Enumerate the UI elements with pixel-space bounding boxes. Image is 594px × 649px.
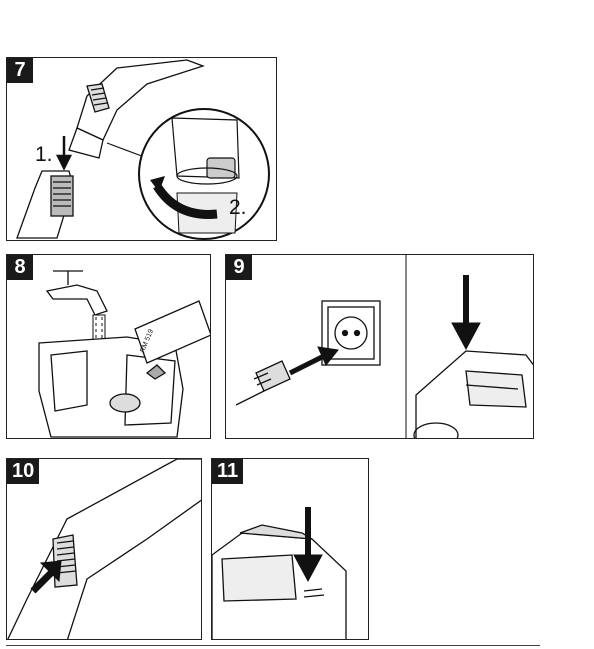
- step-number-11: 11: [212, 459, 244, 484]
- step-number-8: 8: [7, 255, 33, 280]
- figure-panel-7: 7 1.: [6, 57, 277, 241]
- figure-panel-10: 10: [6, 458, 202, 640]
- hand-tool-attach-illustration: 1. 2.: [16, 59, 270, 240]
- arrow-icon: [30, 560, 62, 594]
- hose-handle: [68, 59, 205, 159]
- step-number-10: 10: [7, 459, 40, 484]
- step-number-7: 7: [7, 58, 33, 83]
- machine-top: [413, 350, 533, 438]
- trigger-press-illustration: [7, 459, 201, 639]
- arrow-icon: [55, 136, 73, 171]
- zoom-detail-circle: [138, 108, 270, 240]
- figure-panel-9: 9: [225, 254, 534, 439]
- hose-handle: [7, 459, 201, 639]
- label-step-2: 2.: [229, 196, 247, 219]
- footer-rule: [6, 645, 540, 646]
- figure-panel-8: 8 RM 519: [6, 254, 211, 439]
- detergent-packet: [134, 300, 210, 380]
- power-plug-icon: [235, 360, 291, 406]
- tap-icon: [45, 270, 108, 316]
- figure-panel-11: 11: [211, 458, 369, 640]
- hand-tool-icon: [16, 170, 74, 239]
- arrow-icon: [293, 507, 323, 583]
- fill-tank-illustration: RM 519: [38, 270, 210, 438]
- plug-in-illustration: [235, 255, 533, 438]
- machine-button-illustration: [212, 507, 347, 639]
- step-number-9: 9: [226, 255, 252, 280]
- arrow-icon: [451, 275, 481, 351]
- machine-body: [212, 524, 347, 639]
- label-step-1: 1.: [35, 143, 53, 166]
- arrow-icon: [288, 346, 339, 376]
